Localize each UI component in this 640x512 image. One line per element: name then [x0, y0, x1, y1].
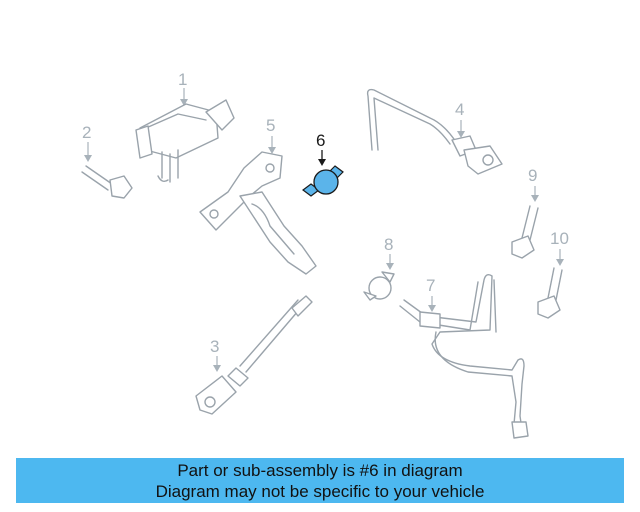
banner-line-2: Diagram may not be specific to your vehi… — [155, 482, 485, 501]
part-3-sensor: 3 — [195, 295, 313, 415]
callout-2: 2 — [82, 123, 91, 142]
callout-3: 3 — [210, 337, 219, 356]
callout-7: 7 — [426, 276, 435, 295]
part-10-bolt: 10 — [537, 229, 569, 319]
part-8-clamp: 8 — [363, 235, 395, 301]
part-9-bolt: 9 — [511, 166, 539, 259]
callout-1: 1 — [178, 70, 187, 89]
callout-6: 6 — [316, 131, 325, 150]
part-1-sensor: 1 — [135, 70, 235, 183]
part-5-bracket: 5 — [199, 116, 317, 275]
callout-5: 5 — [266, 116, 275, 135]
callout-10: 10 — [550, 229, 569, 248]
part-4-sensor: 4 — [366, 88, 503, 175]
callout-8: 8 — [384, 235, 393, 254]
info-banner: Part or sub-assembly is #6 in diagram Di… — [16, 458, 624, 503]
callout-9: 9 — [528, 166, 537, 185]
part-2-bolt: 2 — [81, 123, 133, 199]
banner-line-1: Part or sub-assembly is #6 in diagram — [177, 461, 463, 480]
part-6-highlighted-sensor: 6 — [302, 131, 344, 197]
part-7-tube: 7 — [399, 273, 529, 439]
callout-4: 4 — [455, 100, 464, 119]
part-6-shape — [313, 169, 339, 195]
